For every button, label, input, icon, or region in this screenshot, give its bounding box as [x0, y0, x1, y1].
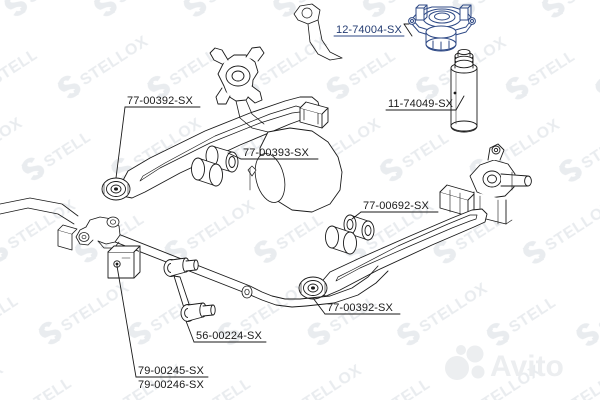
part-label-lateral-rod-bushing: 77-00692-SX	[363, 200, 429, 212]
part-label-dust-cover-boot: 11-74049-SX	[388, 98, 454, 110]
part-label-stabilizer-bar-bushing-a: 79-00245-SX	[138, 365, 204, 377]
part-label-control-arm-bushing-lower: 77-00392-SX	[327, 302, 393, 314]
part-label-stabilizer-bar-bushing-b: 79-00246-SX	[138, 379, 204, 391]
part-label-stabilizer-link: 56-00224-SX	[196, 330, 262, 342]
part-label-strut-mount: 12-74004-SX	[336, 24, 402, 36]
part-label-trailing-arm-bushing: 77-00393-SX	[243, 147, 309, 159]
part-label-control-arm-bushing-upper: 77-00392-SX	[127, 95, 193, 107]
